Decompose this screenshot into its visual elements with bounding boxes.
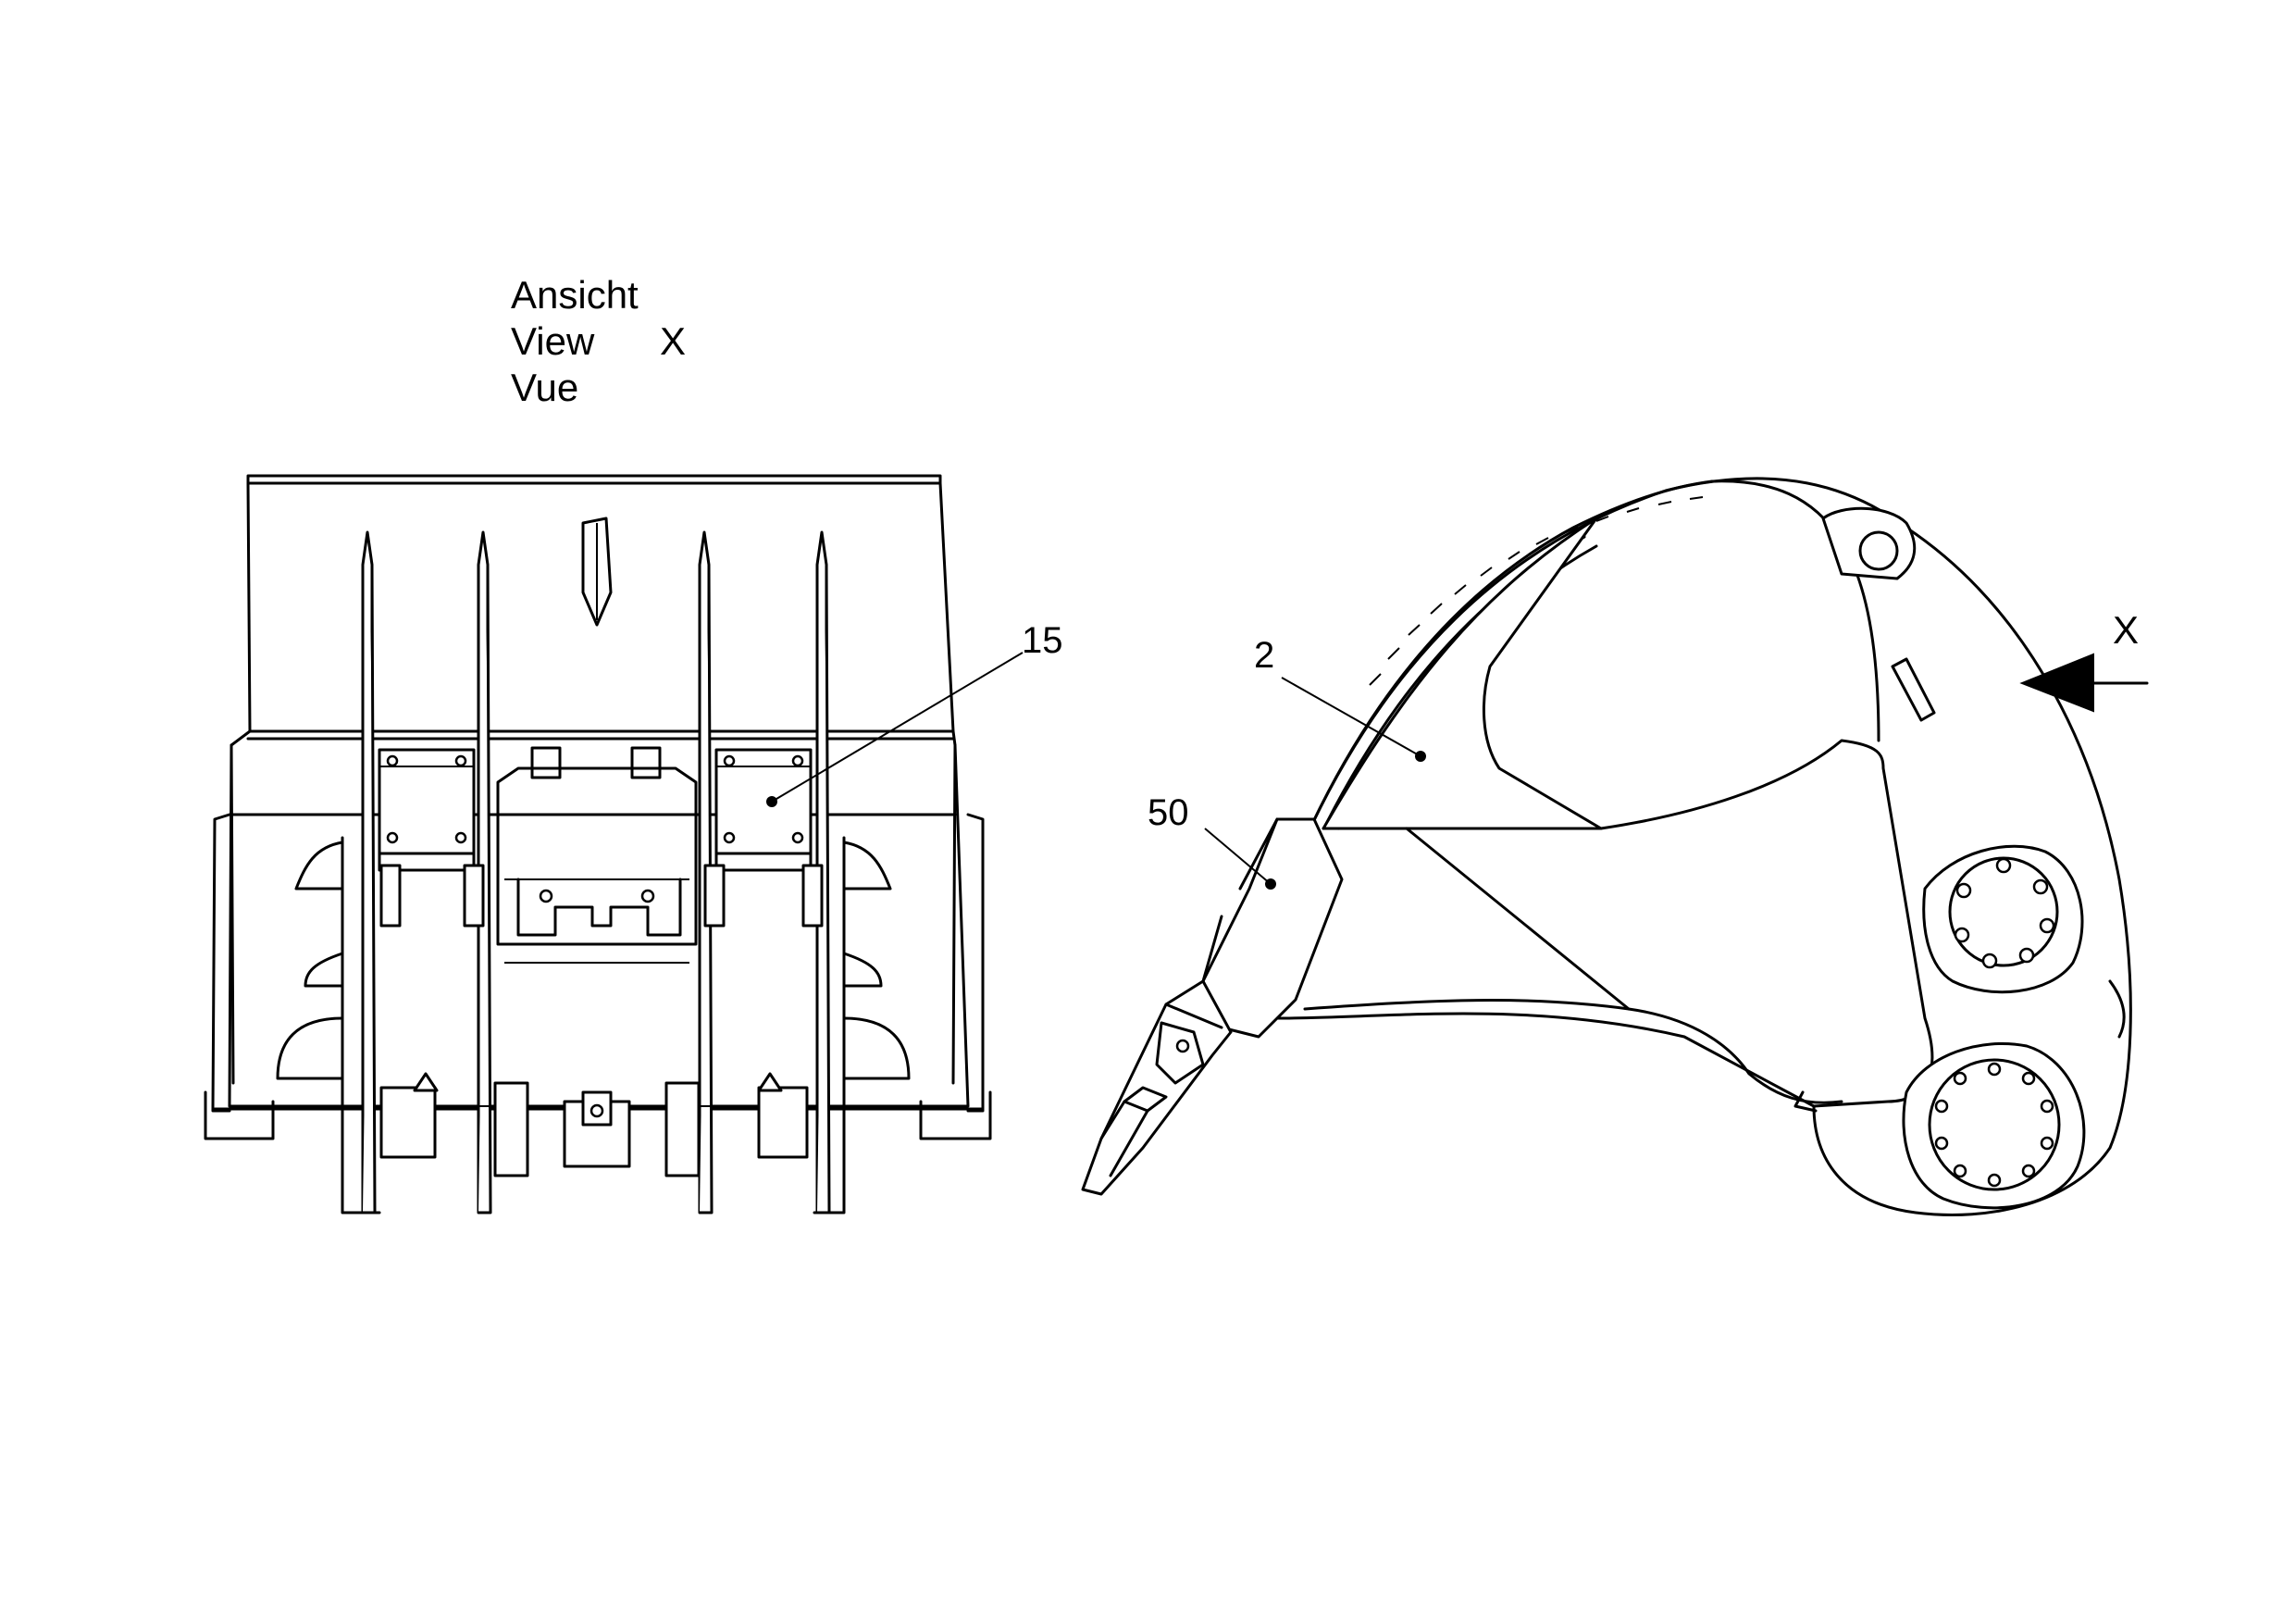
leader-line-2 <box>1281 677 1426 762</box>
callout-2: 2 <box>1254 635 1275 676</box>
view-x-arrow <box>2019 653 2149 713</box>
ripper-tine <box>361 530 377 1214</box>
arrow-label: X <box>2113 608 2140 652</box>
callout-50: 50 <box>1148 792 1189 833</box>
view-label-german: Ansicht <box>511 273 639 317</box>
callout-15: 15 <box>1022 620 1063 661</box>
pin-boss-lower <box>1902 1041 2086 1210</box>
view-label-french: Vue <box>511 366 579 409</box>
view-label-english: View <box>511 319 595 363</box>
view-label-letter: X <box>660 319 687 363</box>
leader-line-50 <box>1204 828 1276 890</box>
pin-boss-upper <box>1922 844 2084 994</box>
leader-line-15 <box>766 652 1024 807</box>
wear-bars <box>1369 496 1704 686</box>
front-view-bucket <box>204 474 992 1214</box>
mounting-bracket <box>714 748 813 872</box>
mounting-bracket <box>378 748 476 872</box>
side-view-ripper-bucket <box>1081 477 2132 1216</box>
